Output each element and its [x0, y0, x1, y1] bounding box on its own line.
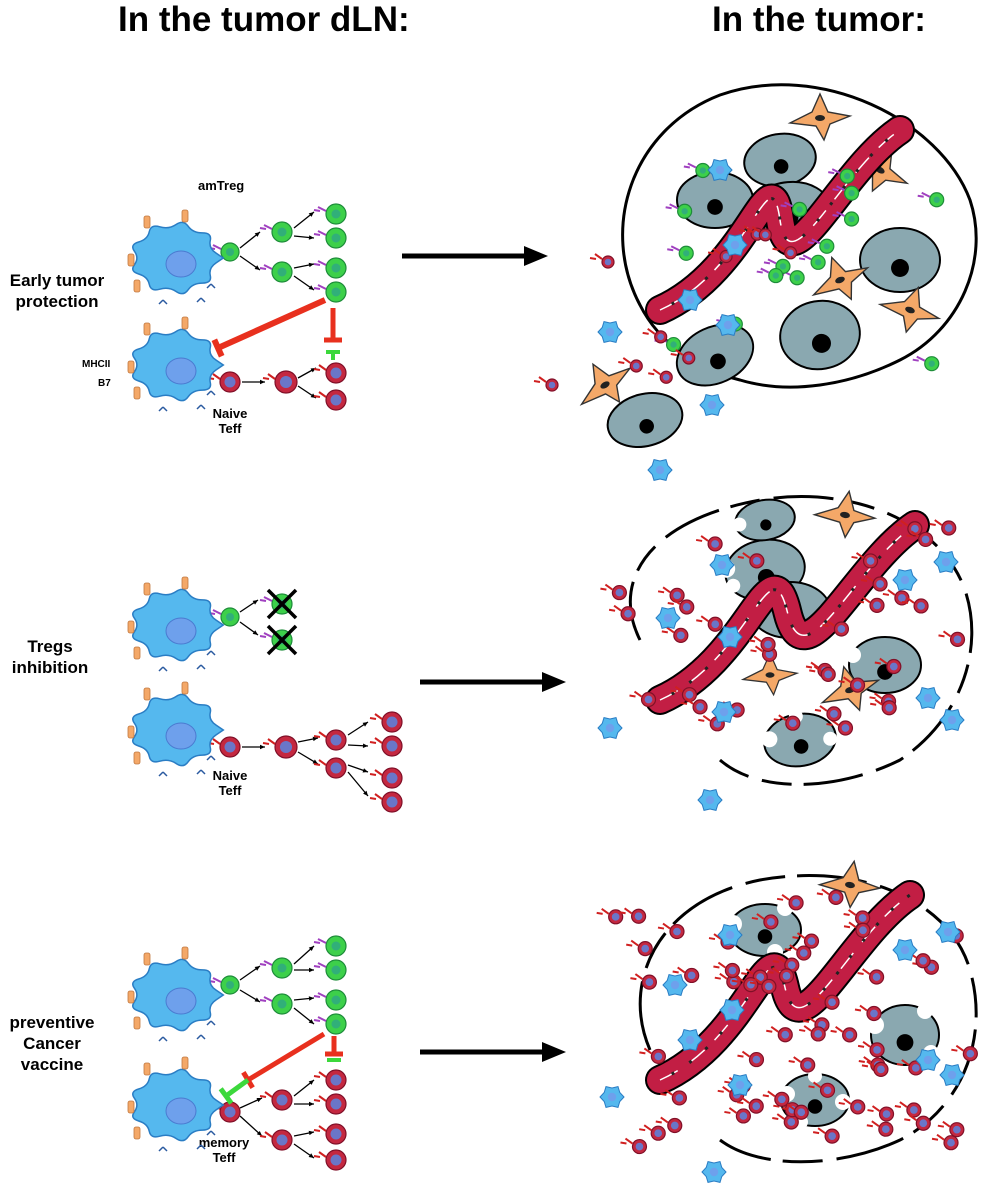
inhibit-treg-dc-1 — [211, 297, 327, 358]
inhibit-treg-teff-3 — [325, 1036, 343, 1057]
mhcii-label: MHCII — [82, 359, 111, 370]
dc-cell-top-1 — [127, 209, 225, 305]
header-tumor: In the tumor: — [712, 0, 926, 39]
big-arrow-row1 — [402, 246, 548, 266]
dc-cell-top-3 — [127, 946, 225, 1042]
tumor-early-protection — [533, 83, 978, 481]
naive-teff-label-2: Naive Teff — [212, 768, 248, 798]
header-dln: In the tumor dLN: — [118, 0, 410, 39]
inhibit-treg-teff-1 — [324, 308, 342, 343]
dc-cell-bottom-3 — [127, 1056, 225, 1152]
naive-teff-label-1: Naive Teff — [212, 406, 248, 436]
row3-dln-diagram — [207, 935, 347, 1171]
row2-dln-diagram — [207, 588, 403, 813]
row1-dln-diagram — [207, 203, 347, 411]
b7-label: B7 — [98, 378, 111, 389]
row-label-early-protection: Early tumor protection — [9, 271, 105, 311]
inhibit-treg-dc-3 — [241, 1031, 326, 1089]
amtreg-label: amTreg — [198, 178, 245, 193]
memory-teff-label: memory Teff — [198, 1135, 250, 1165]
dc-cell-bottom-1 — [127, 316, 225, 412]
tumor-cancer-vaccine — [596, 859, 978, 1183]
costim-green-3 — [218, 1077, 250, 1105]
row-label-cancer-vaccine: preventive Cancer vaccine — [9, 1013, 95, 1074]
big-arrow-row3 — [420, 1042, 566, 1062]
dc-cell-bottom-2 — [127, 681, 225, 777]
dc-cell-top-2 — [127, 576, 225, 672]
row-label-tregs-inhibition: Tregs inhibition — [11, 637, 89, 677]
big-arrow-row2 — [420, 672, 566, 692]
tumor-tregs-inhibition — [597, 489, 974, 811]
